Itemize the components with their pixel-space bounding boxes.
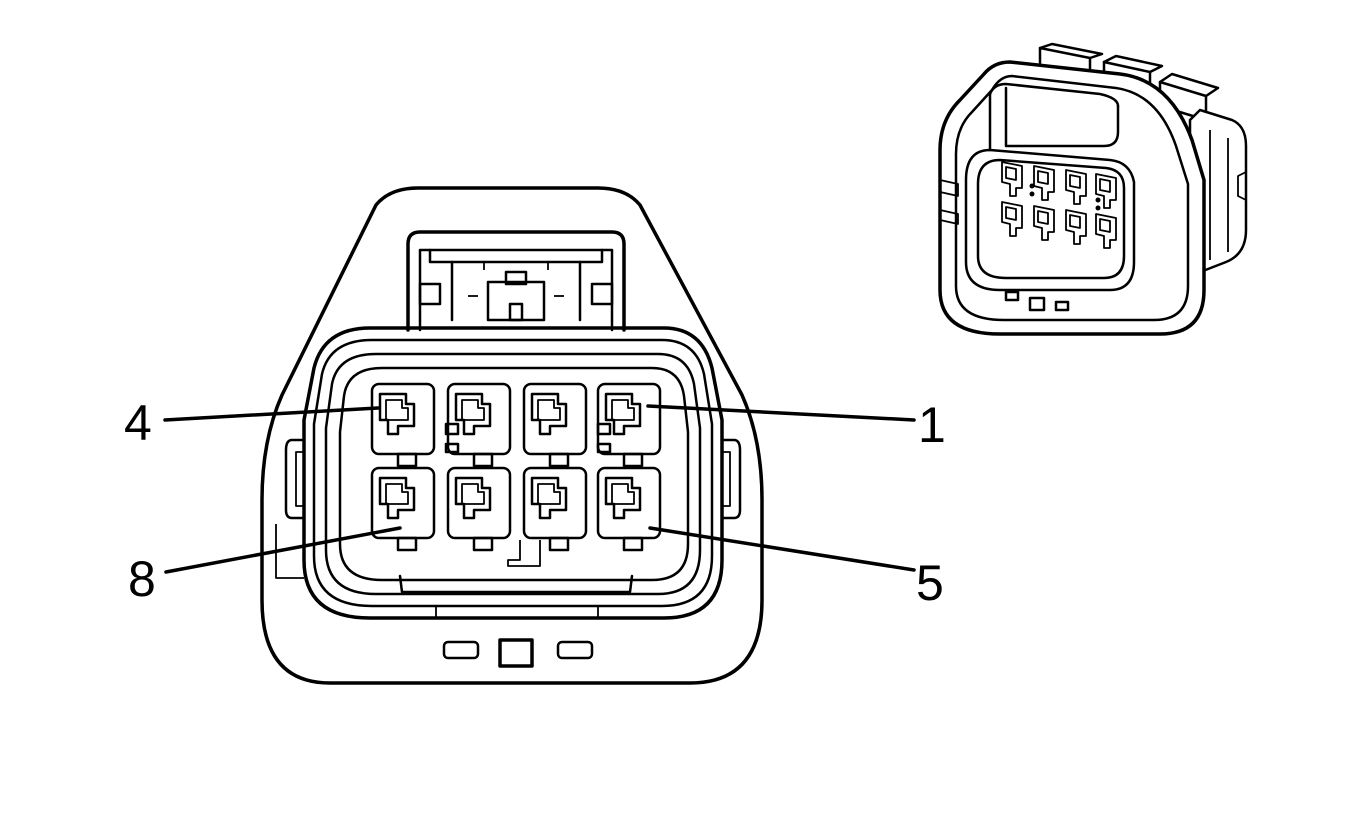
indicator-slot-center	[498, 638, 534, 668]
mini-pin-cavities	[1001, 161, 1117, 249]
latch	[406, 230, 626, 332]
connector-isometric-view	[938, 42, 1248, 336]
seal-outer	[302, 326, 724, 620]
pin-cavity	[522, 466, 588, 552]
pin-cavity	[596, 466, 662, 552]
mini-pin-cavity	[1033, 205, 1055, 241]
leader-line-1	[646, 404, 916, 422]
seal-inner	[324, 352, 702, 596]
pin-cavities	[370, 382, 662, 552]
housing-outline	[260, 186, 764, 685]
mini-pin-cavity	[1065, 169, 1087, 205]
leader-line-4	[163, 406, 380, 422]
pin-field	[338, 366, 690, 582]
leader-line-5	[648, 526, 916, 572]
mini-pin-cavity	[1001, 201, 1023, 237]
bottom-rail	[398, 574, 634, 594]
pin-cavity	[446, 466, 512, 552]
pin-label-8: 8	[128, 551, 156, 607]
mini-pin-cavity	[1001, 161, 1023, 197]
pin-label-5: 5	[916, 555, 944, 611]
pin-cavity	[522, 382, 588, 468]
pin-label-1: 1	[918, 397, 946, 453]
seal-mid	[312, 338, 714, 608]
right-tab	[720, 438, 742, 520]
mini-pin-cavity	[1065, 209, 1087, 245]
pin-label-4: 4	[124, 395, 152, 451]
left-tab	[284, 438, 306, 520]
leader-line-8	[164, 526, 402, 574]
pin-cavity	[596, 382, 662, 468]
indicator-slot-left	[442, 640, 480, 660]
pin-cavity	[370, 382, 436, 468]
pin-cavity	[446, 382, 512, 468]
indicator-slot-right	[556, 640, 594, 660]
connector-face-view: 4 1 8 5	[124, 186, 946, 685]
pin-cavity	[370, 466, 436, 552]
mini-pin-cavity	[1095, 213, 1117, 249]
mini-pin-cavity	[1095, 173, 1117, 209]
mini-pin-cavity	[1033, 165, 1055, 201]
